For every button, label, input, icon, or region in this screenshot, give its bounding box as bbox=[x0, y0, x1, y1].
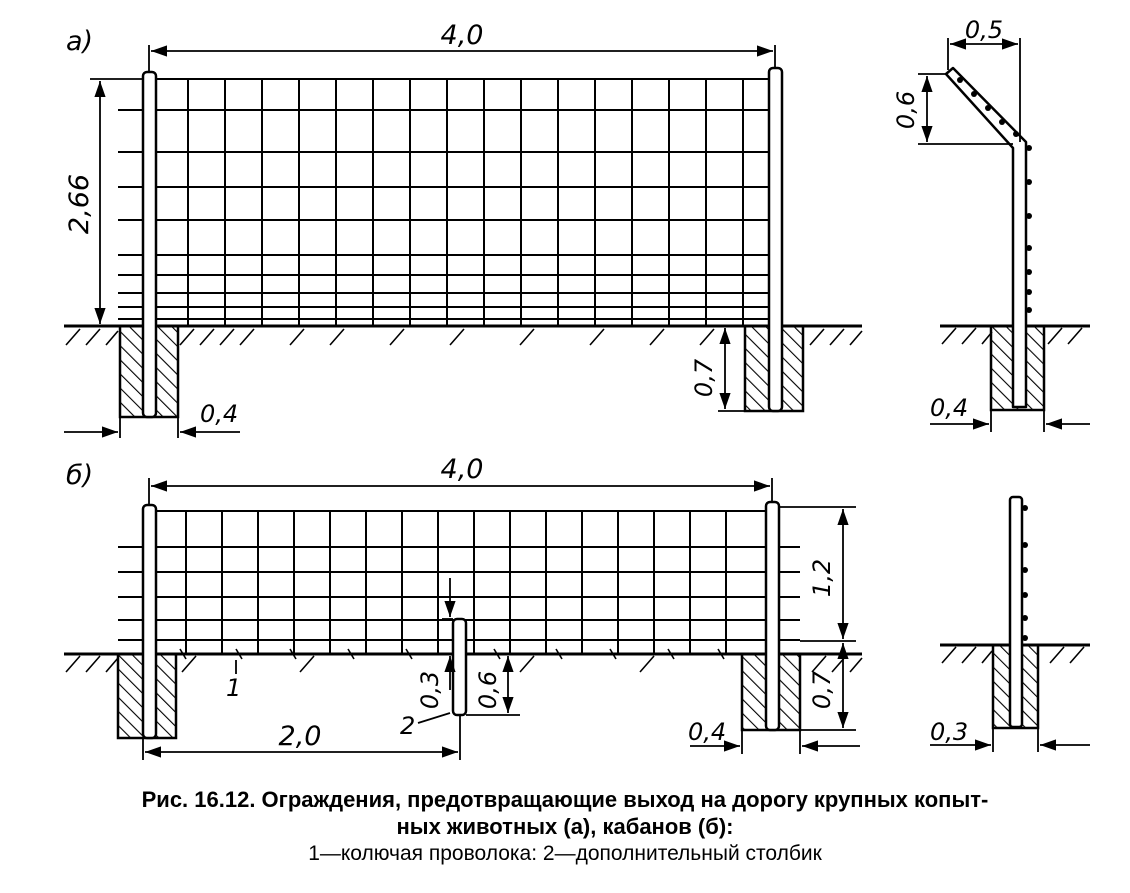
panel-a-dimensions bbox=[64, 45, 776, 438]
panel-b-dimensions bbox=[142, 478, 860, 760]
panel-a-depth-label: 0,7 bbox=[690, 358, 718, 397]
panel-a-side-view: 0,5 0,6 0,4 bbox=[892, 16, 1090, 432]
panel-b-side-post bbox=[1008, 495, 1024, 729]
panel-b-right-post bbox=[764, 500, 781, 732]
caption-line-1: Рис. 16.12. Ограждения, предотвращающие … bbox=[141, 787, 989, 812]
panel-a-footing-label: 0,4 bbox=[200, 400, 238, 428]
panel-b-side-footing-label: 0,3 bbox=[930, 718, 968, 746]
post-height-label: 0,3 bbox=[416, 671, 444, 709]
marker-1-label: 1 bbox=[226, 674, 241, 702]
panel-b-label: б) bbox=[66, 460, 93, 491]
panel-a-height-label: 2,66 bbox=[64, 174, 95, 234]
panel-b: б) 4,0 1,2 0,7 0,3 0,6 2,0 0,4 1 2 bbox=[64, 454, 1090, 760]
panel-a-left-post bbox=[141, 70, 158, 419]
figure-caption: Рис. 16.12. Ограждения, предотвращающие … bbox=[0, 786, 1130, 868]
panel-a-side-top-label: 0,5 bbox=[965, 16, 1003, 44]
caption-line-2: ных животных (а), кабанов (б): bbox=[396, 814, 734, 839]
fence-drawing: а) 4,0 2,66 0,7 0,4 bbox=[64, 16, 1090, 760]
barbed-wire-barbs bbox=[179, 648, 725, 660]
additional-post bbox=[451, 617, 468, 717]
panel-a-ground bbox=[64, 324, 863, 346]
panel-b-footing-label: 0,4 bbox=[688, 718, 726, 746]
panel-a-right-post bbox=[767, 66, 784, 413]
panel-b-left-post bbox=[141, 503, 158, 740]
panel-a-side-footing-label: 0,4 bbox=[930, 394, 968, 422]
marker-2-label: 2 bbox=[400, 712, 415, 740]
panel-a-side-post bbox=[944, 66, 1028, 409]
panel-a-mesh bbox=[118, 78, 776, 326]
post-depth-label: 0,6 bbox=[474, 671, 502, 709]
panel-a-width-label: 4,0 bbox=[441, 20, 484, 51]
panel-a-label: а) bbox=[66, 26, 93, 57]
panel-b-depth-label: 0,7 bbox=[808, 670, 836, 709]
panel-a-side-height-label: 0,6 bbox=[892, 91, 920, 129]
post-spacing-label: 2,0 bbox=[279, 721, 322, 752]
panel-b-width-label: 4,0 bbox=[441, 454, 484, 485]
caption-line-3: 1—колючая проволока: 2—дополнительный ст… bbox=[308, 842, 822, 865]
panel-b-side-view: 0,3 bbox=[930, 495, 1090, 752]
panel-b-side-wires bbox=[1022, 505, 1028, 641]
panel-a-side-wires bbox=[957, 77, 1032, 313]
panel-a: а) 4,0 2,66 0,7 0,4 bbox=[64, 16, 1090, 438]
panel-b-height-label: 1,2 bbox=[808, 559, 836, 597]
